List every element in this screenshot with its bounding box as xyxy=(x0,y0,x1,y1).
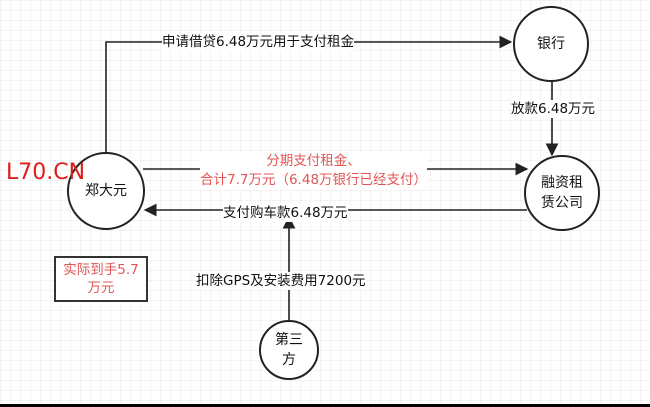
node-zheng-dayuan: 郑大元 xyxy=(67,152,145,230)
node-leasing-company: 融资租 赁公司 xyxy=(524,155,600,231)
node-bank-label: 银行 xyxy=(537,36,565,52)
label-installment-line1: 分期支付租金、 xyxy=(266,153,361,169)
node-bank: 银行 xyxy=(513,6,589,82)
label-disburse: 放款6.48万元 xyxy=(511,100,596,118)
label-installment: 分期支付租金、 合计7.7万元（6.48万银行已经支付） xyxy=(200,152,428,190)
note-line1: 实际到手5.7 xyxy=(63,262,139,278)
note-line2: 万元 xyxy=(87,280,115,296)
watermark-text: L70.CN xyxy=(6,160,86,185)
label-car-payment: 支付购车款6.48万元 xyxy=(223,204,348,222)
edge-loan-apply xyxy=(105,35,513,153)
note-box: 实际到手5.7 万元 xyxy=(54,256,148,302)
label-deduct: 扣除GPS及安装费用7200元 xyxy=(196,272,366,290)
node-third-party: 第三 方 xyxy=(259,320,319,380)
node-leasing-company-label: 融资租 赁公司 xyxy=(541,175,583,211)
node-zheng-dayuan-label: 郑大元 xyxy=(85,183,127,199)
label-loan-apply: 申请借贷6.48万元用于支付租金 xyxy=(162,33,355,51)
label-installment-line2: 合计7.7万元（6.48万银行已经支付） xyxy=(200,172,428,188)
bottom-divider xyxy=(0,404,650,407)
node-third-party-label: 第三 方 xyxy=(275,332,303,368)
